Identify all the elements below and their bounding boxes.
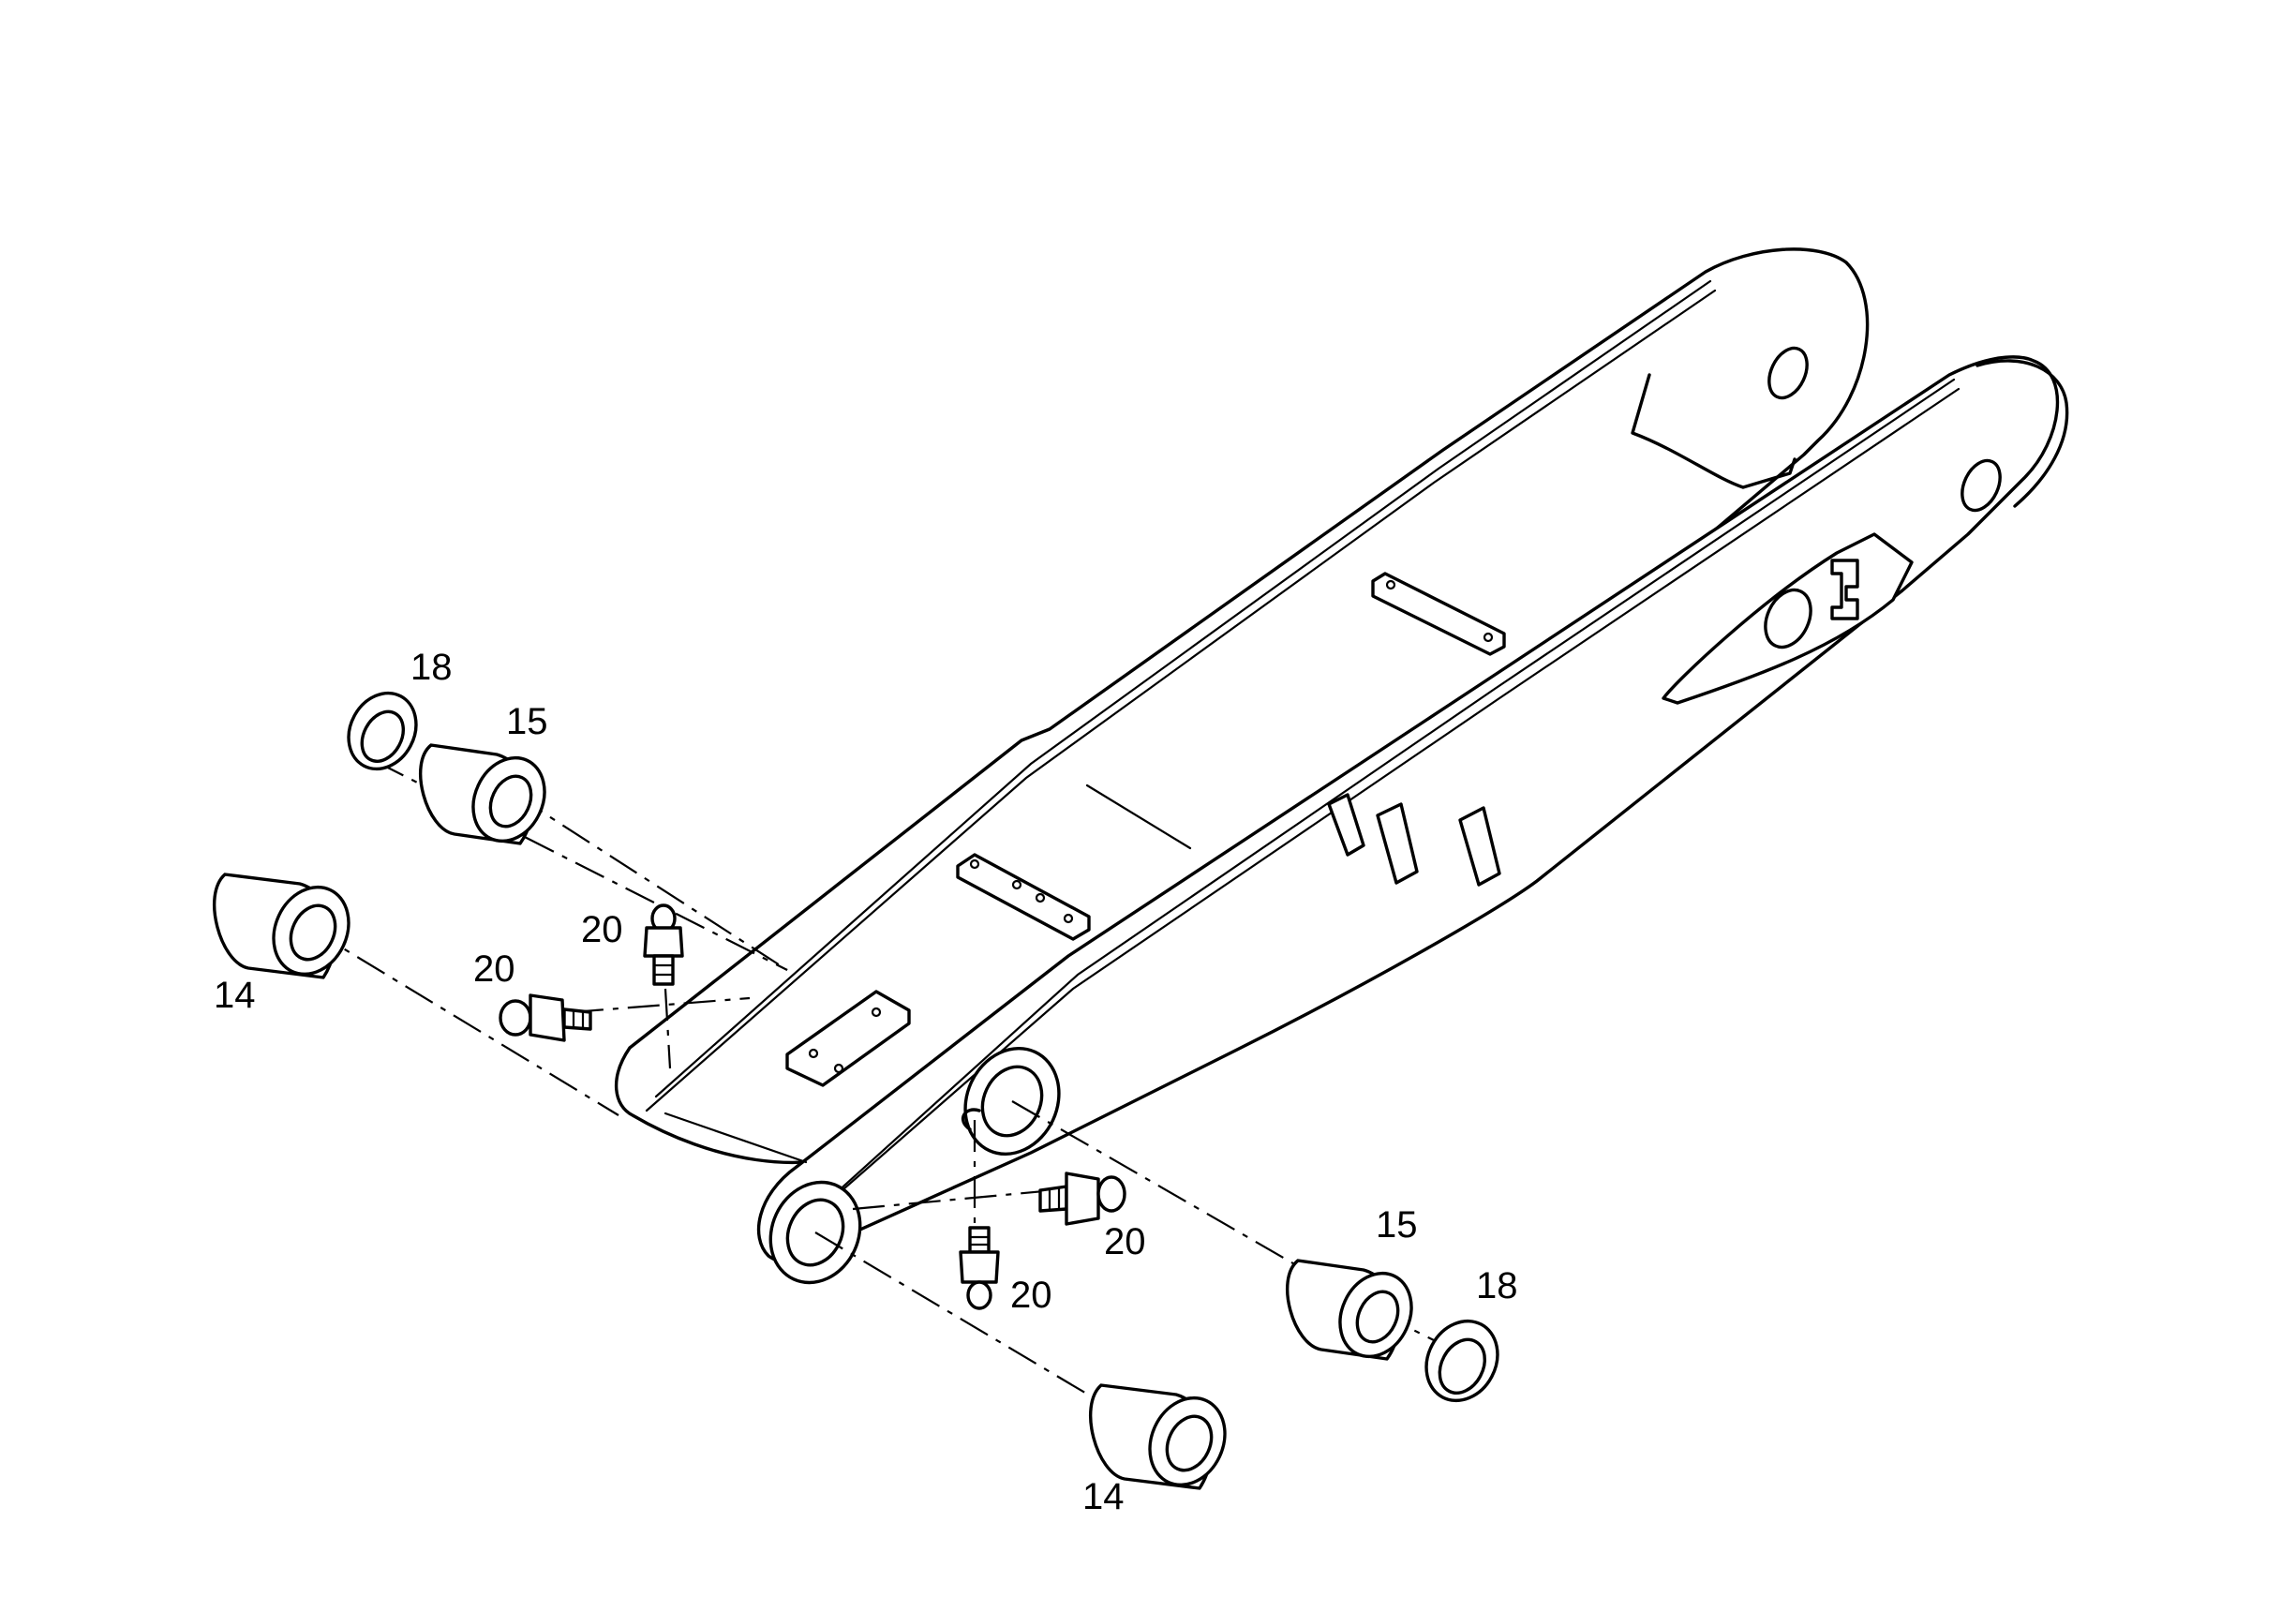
part-14-left-bushing [213, 873, 350, 979]
callout-20-right-upper: 20 [1104, 1221, 1146, 1262]
callout-15-left: 15 [506, 701, 548, 742]
callout-14-left: 14 [214, 975, 256, 1016]
boom-lower-plate [756, 355, 2060, 1264]
upper-plate-cutout [1631, 373, 1797, 489]
boom-upper-plate [615, 247, 1870, 1165]
mid-pin-hole [1764, 588, 1812, 649]
lower-rear-pin-hole [1961, 458, 2002, 513]
boom-arm [615, 247, 2069, 1285]
callout-18-right: 18 [1476, 1265, 1518, 1306]
part-15-left-bushing [419, 743, 546, 845]
callout-18-left: 18 [410, 647, 453, 688]
wear-pad-2 [1376, 802, 1419, 885]
part-20-upper-grease-nipple [643, 903, 684, 986]
part-15-right-bushing [1286, 1259, 1413, 1361]
top-strap-plate [1371, 572, 1506, 656]
front-strap-plate [956, 853, 1091, 941]
c-bracket [1830, 559, 1859, 620]
part-20-right-lower-grease-nipple [959, 1226, 1000, 1310]
part-18-right-washer [1424, 1319, 1499, 1403]
part-14-right-bushing [1089, 1383, 1227, 1490]
callout-20-right-lower: 20 [1010, 1275, 1052, 1316]
part-20-right-upper-grease-nipple [1038, 1172, 1126, 1226]
callout-20-upper: 20 [581, 909, 623, 950]
callout-14-right: 14 [1082, 1476, 1125, 1517]
part-20-left-grease-nipple [499, 993, 592, 1042]
wear-pad-3 [1458, 806, 1501, 887]
wear-pad-1 [1327, 793, 1365, 857]
callout-labels: 18 15 14 20 20 20 20 15 18 14 [214, 647, 1518, 1517]
part-18-left-washer [347, 691, 418, 771]
callout-20-left: 20 [473, 948, 515, 990]
callout-15-right: 15 [1376, 1204, 1418, 1246]
upper-rear-pin-hole [1767, 346, 1809, 400]
